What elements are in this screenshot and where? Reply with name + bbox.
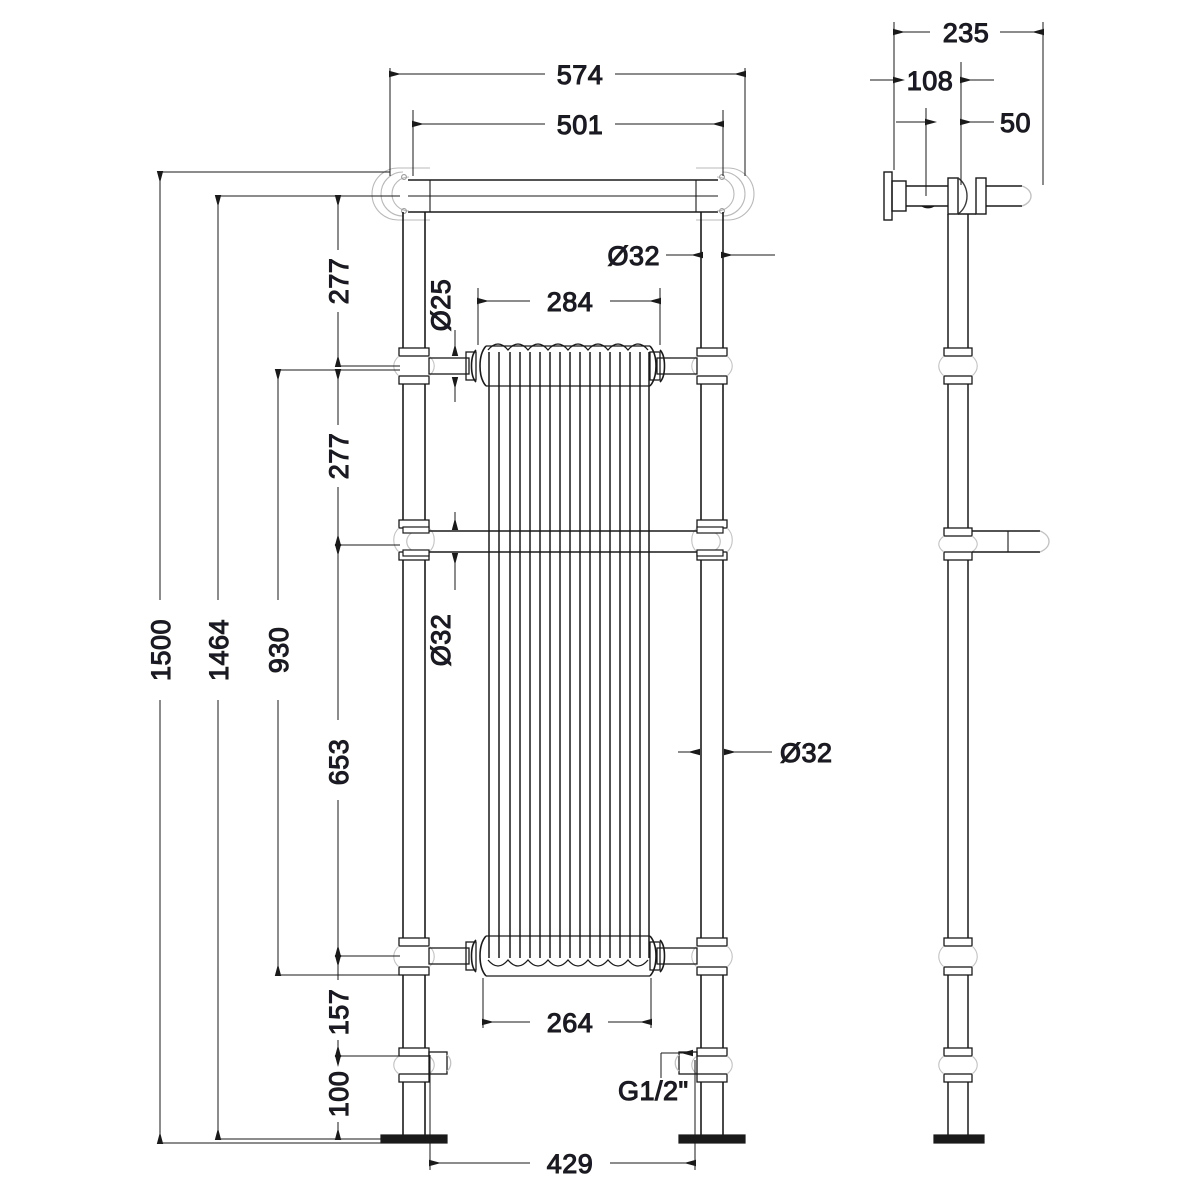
dim-label-dia32-mid: Ø32 [426,614,456,667]
dim-label-235: 235 [943,18,990,48]
left-upright [402,212,426,1135]
top-rail [408,179,718,213]
dim-label-100: 100 [324,1071,354,1118]
front-view-geometry [371,167,755,1144]
side-view-geometry [883,171,1050,1144]
side-column [947,214,969,1135]
valve-stubs [428,1051,698,1075]
dim-label-429: 429 [547,1149,594,1179]
side-ball-joints [938,355,978,1075]
dim-mid-bar-gap [334,369,400,546]
dim-rail-centres [412,110,724,176]
dim-foot-centres [429,1055,696,1170]
ball-joints [393,355,733,1075]
dim-label-277-upper: 277 [324,258,354,305]
dim-label-dia32-top: Ø32 [607,241,660,271]
dim-label-501: 501 [557,110,604,140]
radiator-columns [488,352,650,958]
lower-tee-branches [428,941,698,971]
upper-tee-branches [428,351,698,381]
dim-label-50: 50 [1000,108,1031,138]
dim-radiator-width-top [477,288,661,345]
dim-label-1464: 1464 [204,619,234,681]
dim-upper-bar-gap [334,195,400,367]
middle-rail [402,526,724,557]
dim-radiator-width-bottom [482,978,652,1028]
dim-label-108: 108 [907,66,954,96]
wall-flange [883,171,893,221]
upright-collars [398,347,728,1083]
floor-plates [380,1134,746,1144]
dim-label-dia25: Ø25 [426,279,456,332]
dim-overall-width [389,68,746,176]
dim-label-930: 930 [264,627,294,674]
dim-label-264: 264 [547,1008,594,1038]
dim-label-653: 653 [324,739,354,786]
dim-frame-height [214,195,390,1140]
radiator-scallop-top [487,343,649,352]
dim-label-277-middle: 277 [324,433,354,480]
dim-label-574: 574 [557,60,604,90]
dim-label-157: 157 [324,989,354,1036]
dim-bar-offset [896,108,994,196]
side-foot-plate [933,1134,985,1144]
wall-bracket-arm [891,180,948,212]
radiator-lower-header [470,935,666,977]
side-mid-bar [972,530,1050,553]
dim-foot-height [334,1055,400,1140]
radiator-scallop-bottom [487,958,649,967]
side-top-tee [947,177,1032,215]
dim-label-1500: 1500 [146,619,176,681]
radiator-upper-header [470,345,666,387]
side-column-collars [943,347,973,1083]
callout-valve-thread [660,1049,693,1078]
dim-label-g-half: G1/2" [618,1076,689,1106]
dim-label-284: 284 [547,287,594,317]
right-upright [700,212,724,1135]
dim-overall-height [156,171,390,1144]
dim-label-dia32-upright: Ø32 [780,738,833,768]
